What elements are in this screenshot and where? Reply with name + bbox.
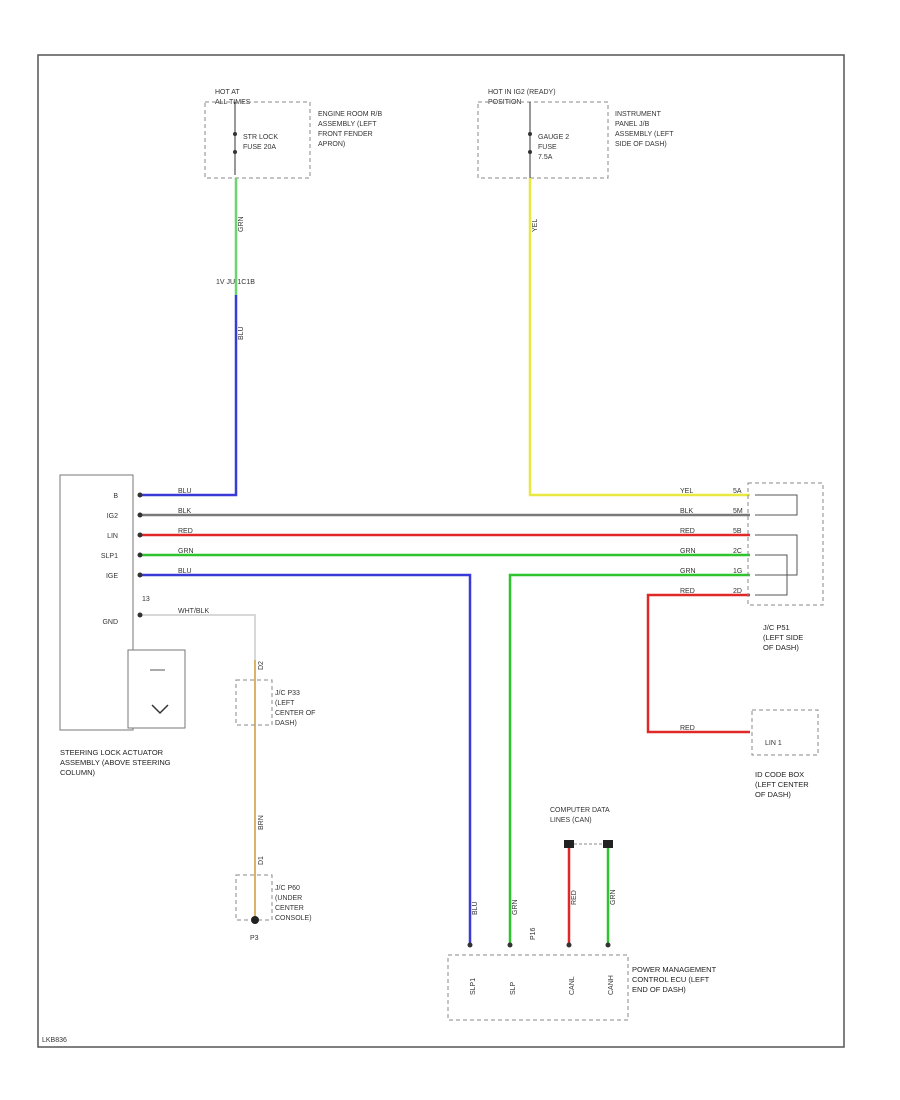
actuator-pin-lin: LIN bbox=[107, 533, 118, 540]
actuator-box bbox=[59, 474, 134, 731]
dlc-wire-label-0: RED bbox=[571, 890, 578, 905]
bus-wire-labels: BLU BLK RED GRN BLU WHT/BLK bbox=[178, 488, 209, 615]
actuator-inner-box bbox=[127, 649, 186, 729]
actuator-ground-pin-number: 13 bbox=[142, 596, 150, 603]
ecu-pin-2: CANL bbox=[569, 976, 576, 995]
jc-right-pin-label-2: 5B bbox=[733, 528, 742, 535]
dlc-right-terminal-icon bbox=[603, 840, 613, 848]
jc-right-wire-label-1: BLK bbox=[680, 508, 694, 515]
dlc-left-terminal-icon bbox=[564, 840, 574, 848]
right-wire-yel-label: YEL bbox=[532, 219, 539, 232]
jc-right-pin-label-3: 2C bbox=[733, 548, 742, 555]
ecu-pin-3: CANH bbox=[608, 975, 615, 995]
diagram-id: LKB836 bbox=[42, 1037, 67, 1044]
wire-red-id-code bbox=[646, 593, 750, 734]
jc-right-pin-label-5: 2D bbox=[733, 588, 742, 595]
jc-right-wire-label-0: YEL bbox=[680, 488, 693, 495]
ground-point-label: P3 bbox=[250, 935, 259, 942]
actuator-pin-dots bbox=[137, 492, 143, 618]
ecu-pin-0: SLP1 bbox=[470, 978, 477, 995]
left-wire-blu-label: BLU bbox=[238, 326, 245, 340]
left-fuse-box bbox=[204, 101, 311, 179]
actuator-pin-ig2: IG2 bbox=[107, 513, 118, 520]
actuator-pin-slp1: SLP1 bbox=[101, 553, 118, 560]
bus-wire-label-2: RED bbox=[178, 528, 193, 535]
bus-wire-label-1: BLK bbox=[178, 508, 192, 515]
power-management-ecu: SLP1 SLP CANL CANH BLU GRN P16 POWER MAN… bbox=[447, 899, 717, 1021]
bus-wire-label-4: BLU bbox=[178, 568, 192, 575]
jc-left-upper-pin: D2 bbox=[258, 661, 265, 670]
jc-right-wire-label-3: GRN bbox=[680, 548, 696, 555]
ecu-box bbox=[447, 954, 629, 1021]
wire-grn-slp bbox=[508, 573, 750, 945]
right-hot-title: HOT IN IG2 (READY)POSITION bbox=[488, 89, 556, 106]
diagram-frame bbox=[37, 54, 845, 1048]
actuator-pin-ige: IGE bbox=[106, 573, 118, 580]
gnd-wire-label: WHT/BLK bbox=[178, 608, 209, 615]
jc-right-pin-label-0: 5A bbox=[733, 488, 742, 495]
actuator-ground-icon bbox=[151, 704, 169, 715]
ecu-wire-label-0: BLU bbox=[472, 901, 479, 915]
right-fuse-box bbox=[477, 101, 609, 179]
left-wire-grn-label: GRN bbox=[238, 216, 245, 232]
ecu-connector: P16 bbox=[530, 927, 537, 940]
jc-right: YEL BLK RED GRN GRN RED 5A 5M 5B 2C 1G 2… bbox=[680, 482, 824, 652]
id-code-box-pin: LIN 1 bbox=[765, 740, 782, 747]
steering-lock-actuator: B IG2 LIN SLP1 IGE GND 13 STEERING LOCK … bbox=[59, 474, 186, 777]
ecu-pin-1: SLP bbox=[510, 981, 517, 995]
bus-wire-label-3: GRN bbox=[178, 548, 194, 555]
jc-right-box bbox=[747, 482, 824, 606]
jc-right-wire-label-4: GRN bbox=[680, 568, 696, 575]
wire-blu-ige bbox=[140, 573, 472, 945]
wire-yel-ig2 bbox=[528, 178, 750, 497]
bus-wire-label-0: BLU bbox=[178, 488, 192, 495]
actuator-pin-b: B bbox=[113, 493, 118, 500]
jc-left-lower-pin: D1 bbox=[258, 856, 265, 865]
ecu-wire-label-1: GRN bbox=[512, 899, 519, 915]
id-code-box-wire-label: RED bbox=[680, 725, 695, 732]
jc-right-pin-label-4: 1G bbox=[733, 568, 742, 575]
actuator-pin-gnd: GND bbox=[102, 619, 118, 626]
id-code-box-outline bbox=[751, 709, 819, 756]
ground-point-icon bbox=[251, 916, 259, 924]
jc-right-pin-label-1: 5M bbox=[733, 508, 743, 515]
jc-left-upper-box bbox=[235, 679, 273, 726]
wire-blu-b-pin bbox=[140, 295, 238, 497]
wire-wht-blk-gnd bbox=[140, 614, 256, 660]
jc-right-wire-label-5: RED bbox=[680, 588, 695, 595]
jc-left-wire-label: BRN bbox=[258, 815, 265, 830]
jc-right-wire-label-2: RED bbox=[680, 528, 695, 535]
dlc-wire-label-1: GRN bbox=[610, 889, 617, 905]
